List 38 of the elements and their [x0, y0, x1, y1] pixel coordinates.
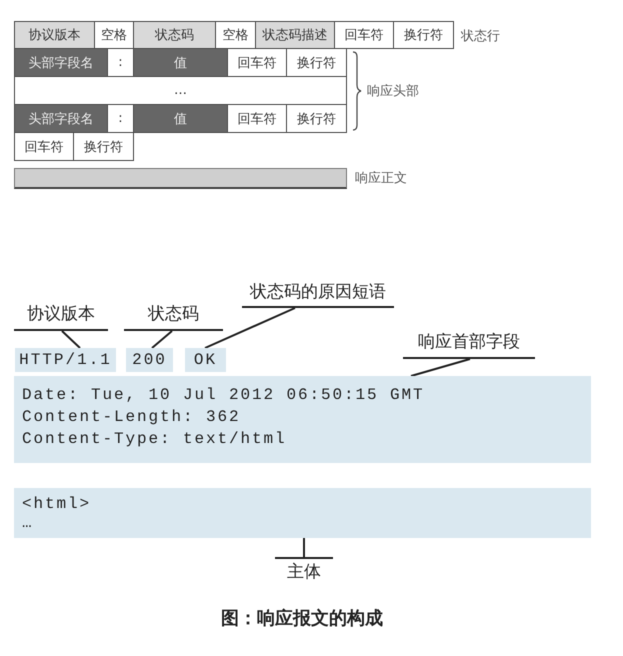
field-cell: 头部字段名	[14, 48, 108, 77]
callout-label: 状态码	[124, 303, 223, 331]
field-cell: 状态码	[133, 21, 216, 49]
code-line: <html>	[22, 494, 92, 514]
field-cell: 换行符	[393, 21, 454, 49]
field-cell: 换行符	[286, 104, 347, 133]
figure-caption: 图：响应报文的构成	[220, 607, 384, 630]
callout-label: 主体	[275, 557, 333, 583]
callout-label: 响应首部字段	[403, 331, 535, 359]
code-line: Date: Tue, 10 Jul 2012 06:50:15 GMT	[22, 385, 425, 405]
field-cell: 协议版本	[14, 21, 95, 49]
code-token: 200	[126, 348, 173, 372]
callout-label: 协议版本	[14, 303, 108, 331]
field-cell: …	[14, 76, 347, 105]
code-token: HTTP/1.1	[15, 348, 116, 372]
field-cell: 值	[133, 104, 228, 133]
code-block	[14, 488, 591, 538]
code-line: …	[22, 513, 34, 533]
side-label: 响应头部	[367, 84, 419, 100]
field-cell: 换行符	[73, 132, 134, 161]
leader-line	[151, 330, 173, 349]
field-cell: 回车符	[14, 132, 74, 161]
field-cell: 头部字段名	[14, 104, 108, 133]
field-cell: 回车符	[334, 21, 394, 49]
leader-line	[303, 538, 305, 557]
field-cell: 状态码描述	[255, 21, 335, 49]
leader-line	[204, 307, 296, 349]
body-bar	[14, 168, 347, 189]
leader-line	[61, 330, 81, 349]
side-label: 响应正文	[355, 171, 407, 187]
code-block	[14, 376, 591, 463]
leader-line	[410, 358, 470, 377]
field-cell: 值	[133, 48, 228, 77]
callout-label: 状态码的原因短语	[242, 281, 394, 308]
code-token: OK	[185, 348, 226, 372]
code-line: Content-Type: text/html	[22, 429, 287, 449]
code-line: Content-Length: 362	[22, 407, 241, 427]
side-label: 状态行	[461, 29, 500, 45]
